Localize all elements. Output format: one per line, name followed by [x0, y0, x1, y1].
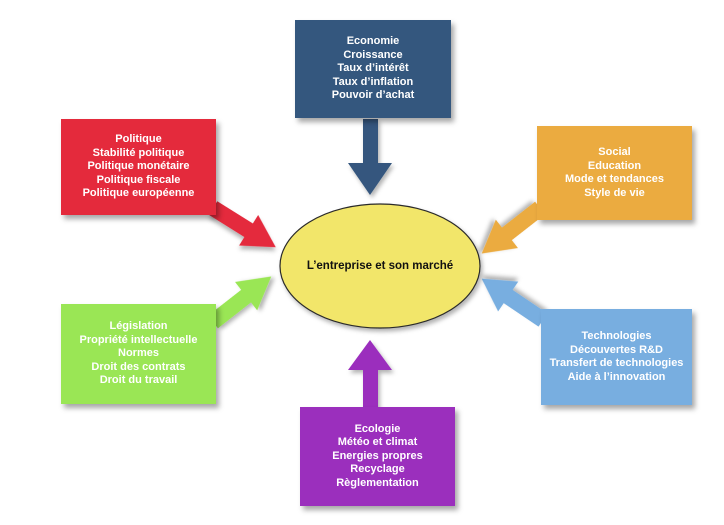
- box-social-line: Mode et tendances: [564, 173, 665, 185]
- box-politique-line: Politique fiscale: [96, 173, 181, 186]
- box-technologies-line: Technologies: [581, 330, 652, 342]
- box-technologies-line: Transfert de technologies: [549, 357, 684, 369]
- box-ecologie-line: Recyclage: [350, 463, 405, 476]
- arrow-politique: [208, 201, 276, 248]
- box-social-line: Style de vie: [584, 186, 645, 199]
- box-politique-line: Politique: [115, 133, 162, 146]
- box-economie-line: Taux d’intérêt: [337, 62, 409, 75]
- arrow-legislation: [208, 276, 272, 329]
- box-legislation-line: Droit du travail: [99, 374, 178, 387]
- arrow-economie: [348, 119, 392, 195]
- box-politique-line: Politique monétaire: [87, 160, 190, 173]
- box-economie-line: Croissance: [343, 48, 403, 61]
- box-technologies-line: Aide à l’innovation: [567, 370, 666, 383]
- box-legislation-line: Droit des contrats: [91, 360, 186, 373]
- box-technologies-line: Découvertes R&D: [570, 343, 663, 356]
- arrow-social: [481, 201, 545, 254]
- box-politique-line: Stabilité politique: [92, 146, 185, 159]
- box-ecologie-line: Règlementation: [336, 476, 419, 489]
- box-social-line: Education: [587, 159, 642, 172]
- box-legislation-line: Législation: [109, 320, 168, 333]
- box-politique-line: Politique européenne: [82, 187, 195, 200]
- box-ecologie-line: Ecologie: [354, 422, 401, 435]
- center-ellipse: [279, 203, 481, 329]
- box-legislation-line: Propriété intellectuelle: [79, 333, 198, 346]
- box-economie-line: Taux d’inflation: [332, 75, 414, 88]
- arrow-ecologie: [348, 340, 392, 408]
- box-social-line: Social: [598, 146, 631, 158]
- box-ecologie-line: Energies propres: [332, 449, 423, 462]
- box-ecologie-line: Météo et climat: [337, 436, 418, 449]
- box-economie-line: Economie: [346, 35, 400, 48]
- arrow-technologies: [481, 278, 548, 327]
- box-economie-line: Pouvoir d’achat: [331, 89, 415, 102]
- box-legislation-line: Normes: [118, 347, 159, 360]
- center-label: L’entreprise et son marché: [306, 260, 454, 272]
